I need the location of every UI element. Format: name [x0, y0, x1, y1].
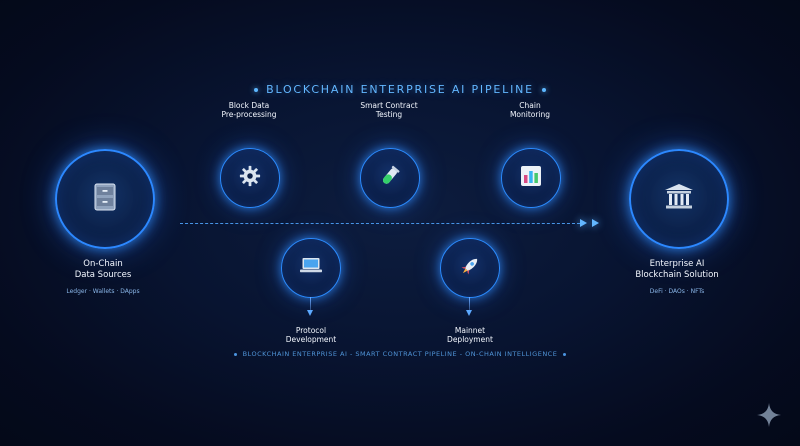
source-label: On-Chain Data Sources	[13, 259, 193, 280]
protocol-connector-line	[310, 297, 311, 311]
step-label-protocol-development-line1: Protocol	[295, 326, 327, 335]
step-label-mainnet-deployment-line1: Mainnet	[454, 326, 486, 335]
step-label-block-data: Block Data Pre-processing	[189, 101, 309, 120]
source-node	[55, 149, 155, 249]
footer-left-dot	[233, 352, 237, 356]
rocket-icon	[458, 254, 482, 282]
step-node-mainnet-deployment	[440, 238, 500, 298]
step-label-chain-monitoring-line2: Monitoring	[509, 110, 551, 120]
step-label-smart-contract: Smart Contract Testing	[329, 101, 449, 120]
step-label-block-data-line1: Block Data	[228, 101, 270, 110]
step-label-chain-monitoring: Chain Monitoring	[470, 101, 590, 120]
destination-label: Enterprise AI Blockchain Solution	[587, 259, 767, 280]
step-node-smart-contract	[360, 148, 420, 208]
step-label-protocol-development: Protocol Development	[251, 326, 371, 345]
test-tube-icon	[378, 164, 402, 192]
source-title-line1: On-Chain	[83, 259, 123, 269]
source-subtitle: Ledger · Wallets · DApps	[66, 288, 140, 295]
diagram-footer: BLOCKCHAIN ENTERPRISE AI - SMART CONTRAC…	[0, 350, 800, 358]
bar-chart-icon	[520, 165, 542, 191]
header-left-dot	[254, 88, 259, 92]
destination-subtitle: DeFi · DAOs · NFTs	[649, 288, 705, 295]
step-node-block-data	[220, 148, 280, 208]
destination-node	[629, 149, 729, 249]
footer-right-dot	[563, 352, 567, 356]
step-node-chain-monitoring	[501, 148, 561, 208]
step-label-block-data-line2: Pre-processing	[221, 110, 277, 120]
header-right-dot	[541, 88, 546, 92]
step-label-mainnet-deployment-line2: Deployment	[447, 335, 493, 345]
destination-title-line1: Enterprise AI	[649, 259, 705, 269]
step-label-smart-contract-line2: Testing	[375, 110, 403, 120]
footer-text: BLOCKCHAIN ENTERPRISE AI - SMART CONTRAC…	[242, 350, 558, 358]
flow-arrowhead-2	[592, 219, 599, 227]
step-label-protocol-development-line2: Development	[285, 335, 337, 345]
sparkle-icon	[757, 403, 781, 427]
gear-icon	[239, 165, 261, 191]
diagram-title: BLOCKCHAIN ENTERPRISE AI PIPELINE	[266, 83, 534, 96]
laptop-icon	[299, 256, 323, 280]
file-cabinet-icon	[94, 183, 116, 215]
destination-title-line2: Blockchain Solution	[635, 269, 719, 280]
diagram-header: BLOCKCHAIN ENTERPRISE AI PIPELINE	[0, 83, 800, 96]
main-flow-line	[180, 223, 580, 224]
bank-icon	[664, 183, 694, 215]
protocol-connector-arrow	[307, 310, 313, 316]
step-node-protocol-development	[281, 238, 341, 298]
mainnet-connector-arrow	[466, 310, 472, 316]
mainnet-connector-line	[469, 297, 470, 311]
source-title-line2: Data Sources	[74, 269, 132, 280]
step-label-smart-contract-line1: Smart Contract	[360, 101, 418, 110]
flow-arrowhead-1	[580, 219, 587, 227]
step-label-mainnet-deployment: Mainnet Deployment	[410, 326, 530, 345]
step-label-chain-monitoring-line1: Chain	[519, 101, 541, 110]
